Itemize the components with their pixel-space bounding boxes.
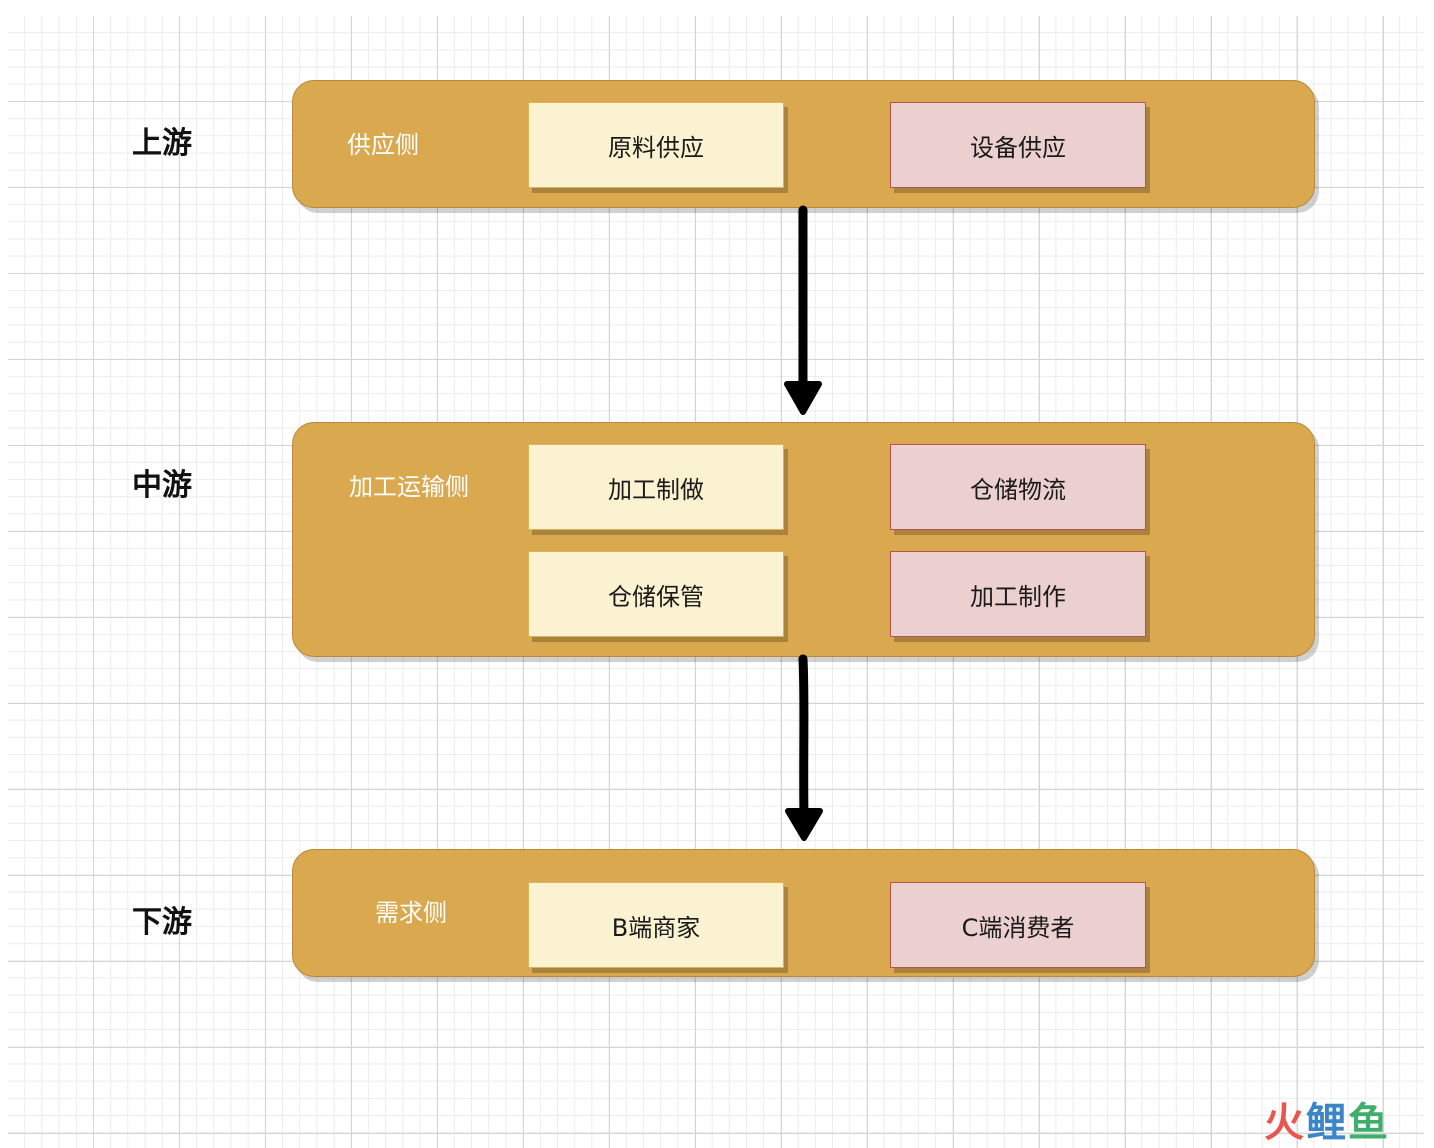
box-warehouse-logistics[interactable]: 仓储物流 [890, 444, 1146, 530]
watermark-logo: 火鲤鱼 [1264, 1100, 1390, 1146]
box-processing-production[interactable]: 加工制作 [890, 551, 1146, 637]
box-raw-material-supply[interactable]: 原料供应 [528, 102, 784, 188]
band-title-processing-transport-side: 加工运输侧 [349, 473, 469, 501]
box-warehouse-storage[interactable]: 仓储保管 [528, 551, 784, 637]
box-c-end-consumers[interactable]: C端消费者 [890, 882, 1146, 968]
box-processing-making[interactable]: 加工制做 [528, 444, 784, 530]
box-b-end-merchants[interactable]: B端商家 [528, 882, 784, 968]
band-processing-transport-side[interactable]: 加工运输侧 加工制做 仓储物流 仓储保管 加工制作 [292, 422, 1315, 657]
tier-label-midstream: 中游 [132, 468, 192, 503]
band-demand-side[interactable]: 需求侧 B端商家 C端消费者 [292, 849, 1315, 977]
tier-label-upstream: 上游 [132, 126, 192, 161]
band-title-supply-side: 供应侧 [347, 131, 419, 159]
tier-label-downstream: 下游 [132, 905, 192, 940]
box-equipment-supply[interactable]: 设备供应 [890, 102, 1146, 188]
band-supply-side[interactable]: 供应侧 原料供应 设备供应 [292, 80, 1315, 208]
band-title-demand-side: 需求侧 [375, 899, 447, 927]
